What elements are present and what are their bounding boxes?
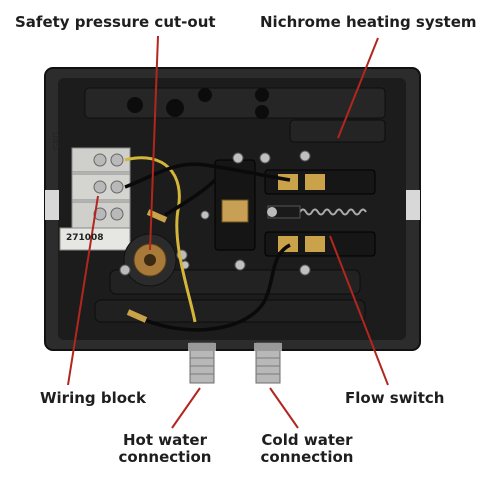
top-rib <box>84 87 386 119</box>
heating-tube <box>109 269 361 295</box>
part-number-text: 271008 <box>66 233 104 243</box>
label-nichrome-heating-system: Nichrome heating system <box>260 13 477 31</box>
mount-hole <box>255 105 269 119</box>
screw <box>232 152 244 164</box>
mount-hole <box>255 88 269 102</box>
label-flow-switch: Flow switch <box>345 389 445 407</box>
heating-tube <box>94 299 366 323</box>
mount-hole <box>166 99 184 117</box>
callout-line-wiring <box>67 195 99 386</box>
cold-water-pipe <box>254 342 282 384</box>
callout-line-flow <box>329 235 389 386</box>
brass-lug <box>126 309 148 323</box>
screw <box>299 264 311 276</box>
flow-switch-assembly <box>214 159 376 257</box>
label-cold-water-connection: Cold water connection <box>252 432 362 466</box>
label-cold-water-line1: Cold water <box>261 431 353 449</box>
terminal-tag-text: GRD <box>52 132 61 150</box>
screw <box>234 259 246 271</box>
callout-line-hot <box>171 387 201 429</box>
label-hot-water-line1: Hot water <box>123 431 207 449</box>
mounting-lug-left <box>45 190 59 220</box>
yellow-wire <box>124 156 197 323</box>
hot-water-pipe <box>188 342 216 384</box>
safety-pressure-cutout <box>119 233 188 287</box>
label-wiring-block: Wiring block <box>40 389 146 407</box>
mount-hole <box>127 97 143 113</box>
black-wire <box>139 243 291 332</box>
black-wire <box>124 162 291 189</box>
black-wire <box>164 178 217 217</box>
mount-hole <box>198 88 212 102</box>
heating-tube <box>289 119 386 143</box>
label-safety-pressure-cutout: Safety pressure cut-out <box>15 13 216 31</box>
mounting-lug-right <box>406 190 420 220</box>
screw <box>200 210 210 220</box>
callout-line-safety <box>149 35 159 251</box>
callout-line-cold <box>269 387 299 429</box>
label-cold-water-line2: connection <box>260 448 354 466</box>
label-hot-water-line2: connection <box>118 448 212 466</box>
label-hot-water-connection: Hot water connection <box>115 432 215 466</box>
callout-line-nichrome <box>337 37 379 139</box>
screw <box>259 152 271 164</box>
part-label-plate <box>59 227 131 251</box>
screw <box>299 150 311 162</box>
wiring-block-terminals <box>71 147 131 229</box>
